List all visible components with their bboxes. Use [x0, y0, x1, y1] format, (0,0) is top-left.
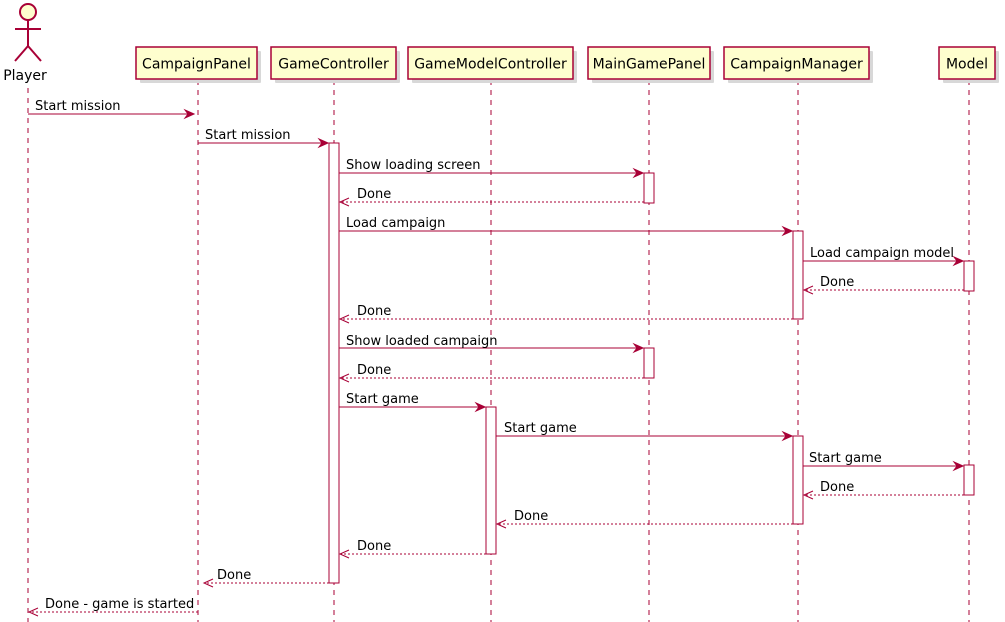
participant-label: GameModelController: [414, 57, 567, 73]
message-label: Done: [357, 363, 391, 378]
actor-label: Player: [3, 68, 47, 84]
lifelines: [27, 80, 970, 622]
message-start-mission: Start mission: [198, 128, 330, 149]
participant-label: GameController: [278, 57, 389, 73]
message-show-loaded-campaign: Show loaded campaign: [339, 334, 645, 354]
participant-label: CampaignManager: [730, 57, 863, 73]
message-show-loading-screen: Show loading screen: [339, 158, 645, 179]
message-done: Done: [495, 509, 793, 529]
activation-campaign-manager: [792, 230, 804, 320]
participant-model: Model: [938, 46, 999, 83]
message-load-campaign: Load campaign: [339, 216, 794, 237]
participant-label: Model: [946, 57, 988, 73]
message-label: Start game: [809, 451, 882, 466]
participant-campaign-panel: CampaignPanel: [135, 46, 261, 83]
activation-model: [963, 260, 975, 292]
message-start-game: Start game: [803, 451, 965, 472]
message-label: Done: [357, 304, 391, 319]
participant-game-controller: GameController: [270, 46, 400, 83]
message-done: Done: [338, 363, 644, 383]
message-label: Show loaded campaign: [346, 334, 497, 349]
participant-label: MainGamePanel: [593, 57, 706, 73]
message-done: Done: [802, 275, 964, 295]
message-label: Done: [514, 509, 548, 524]
activation-campaign-manager: [792, 435, 804, 525]
message-label: Done: [357, 187, 391, 202]
message-label: Load campaign: [346, 216, 445, 231]
message-done: Done: [338, 187, 644, 207]
messages: Start mission Start mission Show loading…: [27, 99, 965, 617]
message-done-game-is-started: Done - game is started: [27, 597, 198, 617]
message-label: Start game: [504, 421, 577, 436]
message-label: Start mission: [35, 99, 121, 114]
participant-game-model-controller: GameModelController: [407, 46, 577, 83]
activation-game-model-controller: [485, 406, 497, 555]
participant-main-game-panel: MainGamePanel: [587, 46, 714, 83]
message-label: Done: [820, 480, 854, 495]
participant-label: CampaignPanel: [142, 57, 251, 73]
message-label: Done: [357, 539, 391, 554]
participant-campaign-manager: CampaignManager: [723, 46, 873, 83]
actor-head-icon: [19, 3, 37, 21]
message-start-game: Start game: [339, 392, 487, 413]
activation-model: [963, 464, 975, 496]
message-label: Done: [217, 568, 251, 583]
participants: CampaignPanel GameController GameModelCo…: [135, 46, 999, 83]
activation-main-game-panel: [643, 172, 655, 204]
message-done: Done: [338, 539, 486, 559]
activation-main-game-panel: [643, 347, 655, 379]
message-done: Done: [802, 480, 964, 500]
activation-game-controller: [328, 142, 340, 584]
message-label: Load campaign model: [810, 246, 954, 261]
message-label: Start game: [346, 392, 419, 407]
message-label: Start mission: [205, 128, 291, 143]
message-start-mission: Start mission: [28, 99, 196, 120]
message-label: Show loading screen: [346, 158, 480, 173]
message-load-campaign-model: Load campaign model: [803, 246, 965, 267]
message-done: Done: [202, 568, 329, 588]
message-label: Done - game is started: [45, 597, 194, 612]
message-done: Done: [338, 304, 793, 324]
activations: [328, 142, 975, 584]
message-label: Done: [820, 275, 854, 290]
actor-player: Player: [3, 3, 47, 84]
message-start-game: Start game: [496, 421, 794, 442]
